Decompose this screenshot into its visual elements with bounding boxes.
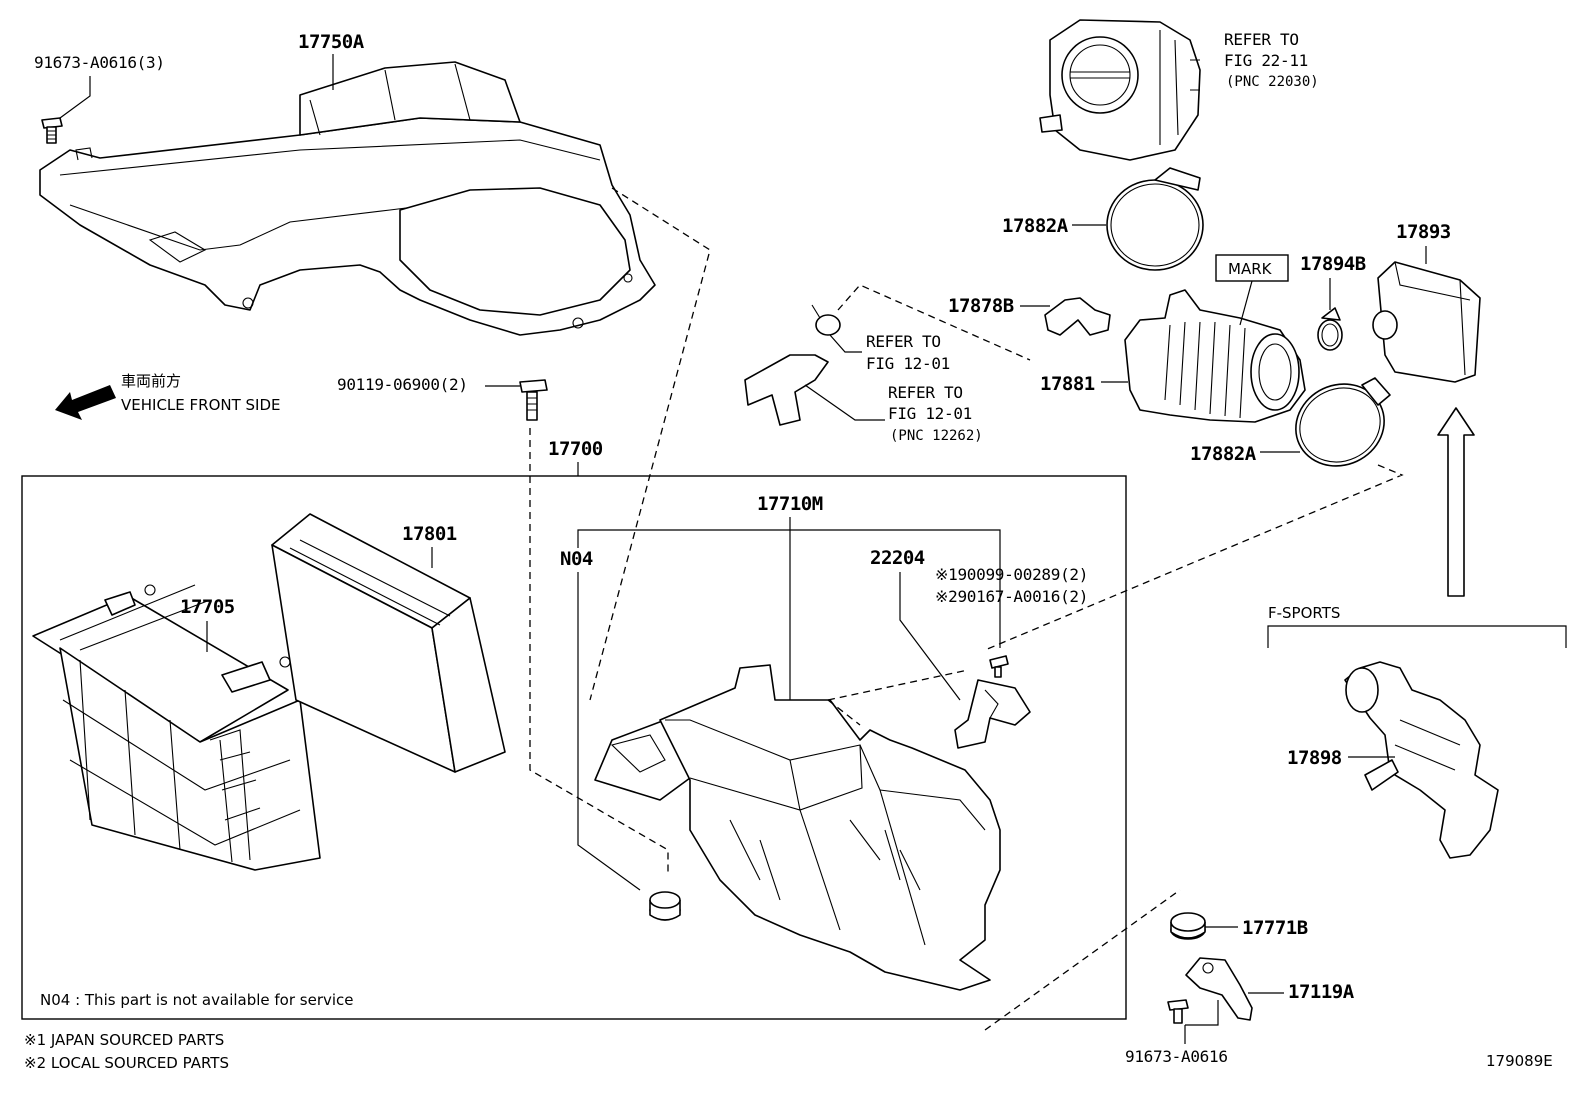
label-90167-A0016: ※290167-A0016(2) [935,587,1088,606]
leader-22204 [899,572,961,701]
part-17878B-hose[interactable] [1044,297,1111,336]
part-17705-filter-frame[interactable] [32,584,321,871]
note-n04: N04 : This part is not available for ser… [40,991,354,1009]
leader-ref2 [804,384,885,421]
label-17750A: 17750A [298,31,365,53]
bolt-91673-icon[interactable] [41,117,63,144]
bracket-17710M [577,529,1001,648]
legend-local-sourced: ※2 LOCAL SOURCED PARTS [24,1054,229,1072]
screw-90099-icon[interactable] [989,655,1009,678]
label-17700: 17700 [548,438,603,460]
bolt-91673-icon-lower[interactable] [1167,999,1189,1024]
label-17119A: 17119A [1288,981,1355,1003]
ref1-line1: REFER TO [866,332,941,351]
f-sports-bracket [1267,625,1567,648]
label-17878B: 17878B [948,295,1014,317]
f-sports-label: F-SPORTS [1268,604,1340,622]
mark-label: MARK [1228,260,1273,278]
label-17881: 17881 [1040,373,1095,395]
part-17771B-grommet[interactable] [1170,912,1206,940]
ref2-line1: REFER TO [888,383,963,402]
label-91673-A0616: 91673-A0616 [1125,1047,1228,1066]
label-17894B: 17894B [1300,253,1366,275]
part-17710M-case[interactable] [594,664,1001,991]
dash-line-sensor-2 [827,699,861,726]
up-arrow-icon [1437,407,1475,597]
ref1-line2: FIG 12-01 [866,354,950,373]
leader-91673-lower [1185,1000,1219,1026]
part-17750A-inlet-duct[interactable] [39,61,656,336]
leader-N04 [577,572,641,891]
part-22204-mass-air-flow-sensor[interactable] [954,679,1031,749]
figure-id: 179089E [1486,1052,1553,1070]
part-17801-filter-element[interactable] [271,513,506,773]
label-22204: 22204 [870,547,925,569]
part-17898-sound-generator[interactable] [1344,661,1499,859]
leader-mark [1239,280,1253,326]
label-17898: 17898 [1287,747,1342,769]
leader-91673-3 [59,76,91,119]
part-17882A-clamp-upper[interactable] [1106,167,1204,271]
dash-line-bracket [984,889,1181,1031]
label-91673-A0616-3: 91673-A0616(3) [34,53,165,72]
ref2-line2: FIG 12-01 [888,404,972,423]
dash-line-clamp [984,464,1404,651]
part-17893-resonator[interactable] [1372,261,1481,383]
part-N04-grommet[interactable] [649,891,681,921]
dash-line-sensor [827,669,969,701]
label-90119-06900-2: 90119-06900(2) [337,375,468,394]
label-17893: 17893 [1396,221,1451,243]
legend-japan-sourced: ※1 JAPAN SOURCED PARTS [24,1031,224,1049]
part-17882A-clamp-lower[interactable] [1282,370,1397,481]
throttle-body[interactable] [1039,19,1201,161]
throttle-ref-line2: FIG 22-11 [1224,51,1308,70]
throttle-ref-line3: (PNC 22030) [1226,74,1319,90]
direction-en: VEHICLE FRONT SIDE [121,396,281,414]
assembly-17700-frame [21,475,1127,1020]
label-N04: N04 [560,548,593,570]
label-17710M: 17710M [757,493,823,515]
pcv-hose[interactable] [744,354,829,426]
direction-jp: 車両前方 [121,372,181,390]
label-17705: 17705 [180,596,235,618]
part-17881-connector-hose[interactable] [1124,289,1306,423]
throttle-ref-line1: REFER TO [1224,30,1299,49]
dash-line-ref1 [837,284,1031,361]
label-17771B: 17771B [1242,917,1308,939]
dash-line-bolt [529,428,669,875]
leader-ref1 [829,334,862,353]
part-17119A-bracket[interactable] [1185,957,1253,1021]
bolt-90119-icon[interactable] [519,379,548,421]
vehicle-front-arrow-icon [55,385,116,420]
small-clip-icon[interactable] [811,304,841,336]
label-17801: 17801 [402,523,457,545]
label-90099-00289: ※190099-00289(2) [935,565,1088,584]
ref2-line3: (PNC 12262) [890,428,983,444]
dash-line-duct [589,187,711,701]
part-17894B-clamp[interactable] [1317,307,1343,351]
label-17882A-top: 17882A [1002,215,1069,237]
label-17882A-bottom: 17882A [1190,443,1257,465]
